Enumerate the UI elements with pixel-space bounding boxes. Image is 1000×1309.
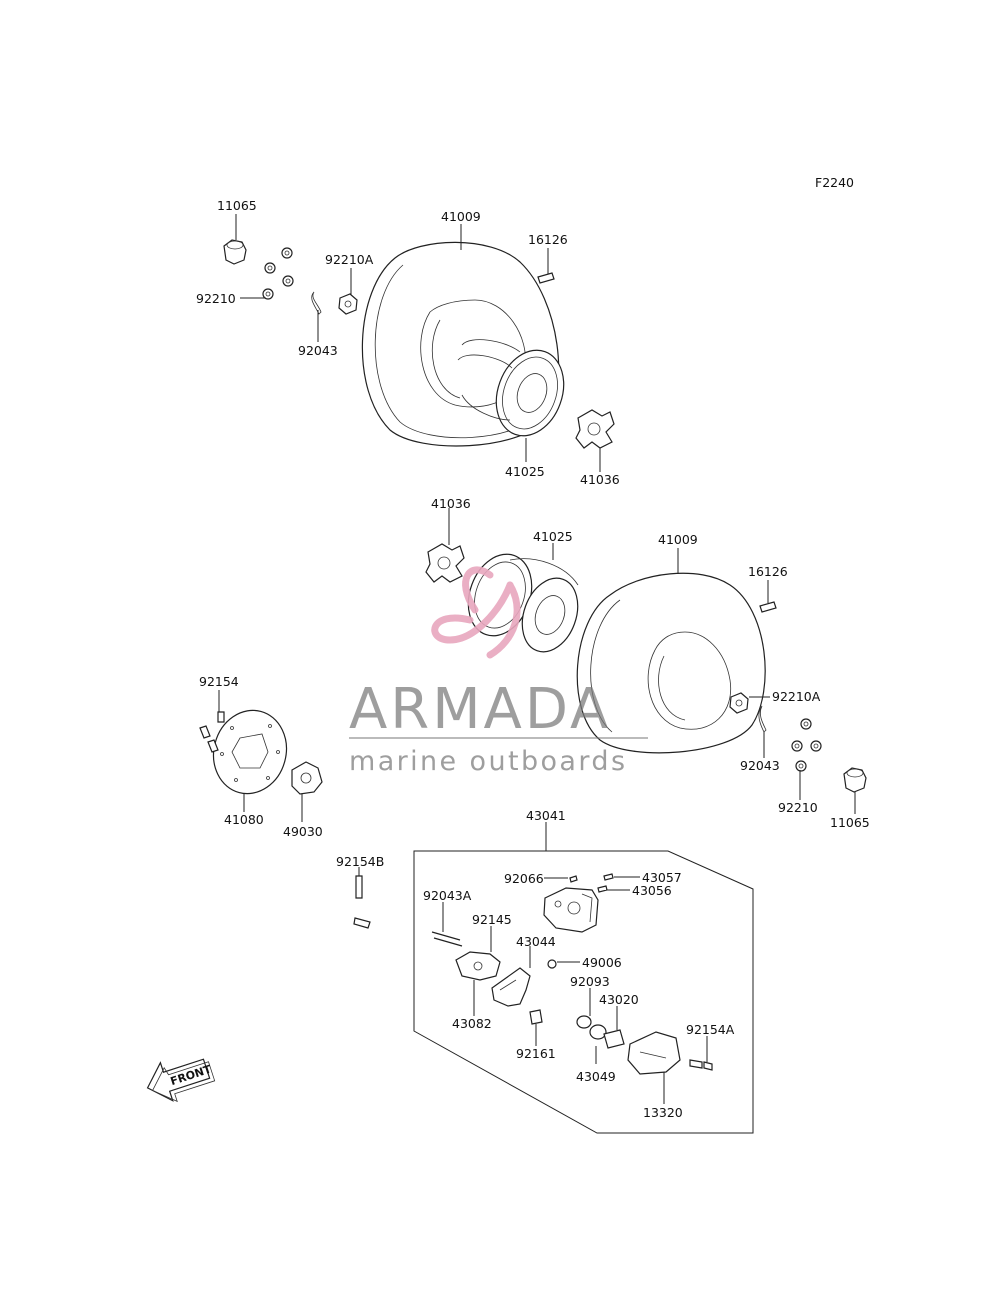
bolts-92154B[interactable] — [353, 875, 371, 929]
watermark-brand: ARMADA — [349, 677, 611, 742]
bleeder-valve[interactable] — [597, 885, 608, 893]
caliper-holder[interactable] — [627, 1031, 681, 1075]
bleeder-cap[interactable] — [603, 873, 614, 881]
lug-nuts-lower[interactable] — [791, 718, 822, 772]
part-label: 92210A — [325, 252, 374, 267]
bolt-92161[interactable] — [529, 1009, 543, 1025]
part-label: 16126 — [748, 564, 788, 579]
caliper-bracket[interactable] — [491, 967, 531, 1007]
part-label: 43044 — [516, 934, 556, 949]
part-label: 92154A — [686, 1022, 735, 1037]
disc-bolts[interactable] — [199, 711, 225, 753]
nut-49006[interactable] — [547, 959, 557, 969]
piston-seals[interactable] — [576, 1015, 625, 1049]
upper-wheel-assembly: 11065 92210 92043 92210A 41009 16126 410… — [196, 198, 620, 487]
part-label: 43056 — [632, 883, 672, 898]
lug-nuts-upper[interactable] — [262, 247, 294, 300]
part-label: 11065 — [217, 198, 257, 213]
pin-92066[interactable] — [569, 875, 578, 883]
part-label: 49006 — [582, 955, 622, 970]
hub-lower[interactable] — [425, 543, 465, 583]
disc-hub[interactable] — [291, 761, 323, 795]
part-label: 92093 — [570, 974, 610, 989]
part-label: 41009 — [658, 532, 698, 547]
part-label: 41036 — [580, 472, 620, 487]
rim-lower[interactable] — [457, 545, 587, 659]
hub-upper[interactable] — [575, 409, 615, 449]
caliper-body[interactable] — [543, 887, 599, 933]
lower-wheel-assembly: 41036 41025 41009 16126 92154 41080 4903… — [199, 496, 870, 839]
part-label: 41036 — [431, 496, 471, 511]
part-label: 43057 — [642, 870, 682, 885]
part-label: 49030 — [283, 824, 323, 839]
part-label: 92154B — [336, 854, 384, 869]
part-label: 43041 — [526, 808, 566, 823]
tire-lower[interactable] — [576, 572, 766, 754]
hub-cap-upper[interactable] — [223, 239, 247, 265]
valve-upper[interactable] — [537, 272, 555, 284]
part-label: 92154 — [199, 674, 239, 689]
part-label: 92066 — [504, 871, 544, 886]
cotter-pin-upper[interactable] — [311, 291, 322, 315]
caliper-assembly-outline — [413, 850, 754, 1134]
brake-pads[interactable] — [455, 951, 501, 981]
armada-logo-mark — [431, 566, 521, 659]
rim-upper[interactable] — [457, 339, 575, 446]
bolts-92154A[interactable] — [689, 1059, 713, 1071]
pad-pins[interactable] — [431, 931, 463, 947]
part-label: 16126 — [528, 232, 568, 247]
part-label: 41025 — [533, 529, 573, 544]
part-label: 41025 — [505, 464, 545, 479]
part-label: 92145 — [472, 912, 512, 927]
part-label: 92210 — [778, 800, 818, 815]
hub-cap-lower[interactable] — [843, 767, 867, 793]
valve-lower[interactable] — [759, 601, 777, 613]
castle-nut-upper[interactable] — [338, 293, 358, 315]
part-label: 13320 — [643, 1105, 683, 1120]
part-label: 41009 — [441, 209, 481, 224]
part-label: 43082 — [452, 1016, 492, 1031]
part-label: 92161 — [516, 1046, 556, 1061]
part-label: 43049 — [576, 1069, 616, 1084]
part-label: 41080 — [224, 812, 264, 827]
part-label: 92043 — [740, 758, 780, 773]
part-label: 92210 — [196, 291, 236, 306]
part-label: 92043 — [298, 343, 338, 358]
part-label: 43020 — [599, 992, 639, 1007]
armada-watermark: ARMADA marine outboards — [349, 566, 648, 777]
part-label: 11065 — [830, 815, 870, 830]
diagram-code: F2240 — [815, 175, 854, 190]
front-arrow: FRONT — [146, 1058, 216, 1103]
cotter-pin-lower[interactable] — [758, 705, 767, 733]
caliper-assembly: 43041 — [336, 808, 754, 1134]
castle-nut-lower[interactable] — [729, 692, 749, 714]
part-label: 92210A — [772, 689, 821, 704]
watermark-tagline: marine outboards — [349, 746, 627, 777]
part-label: 92043A — [423, 888, 472, 903]
